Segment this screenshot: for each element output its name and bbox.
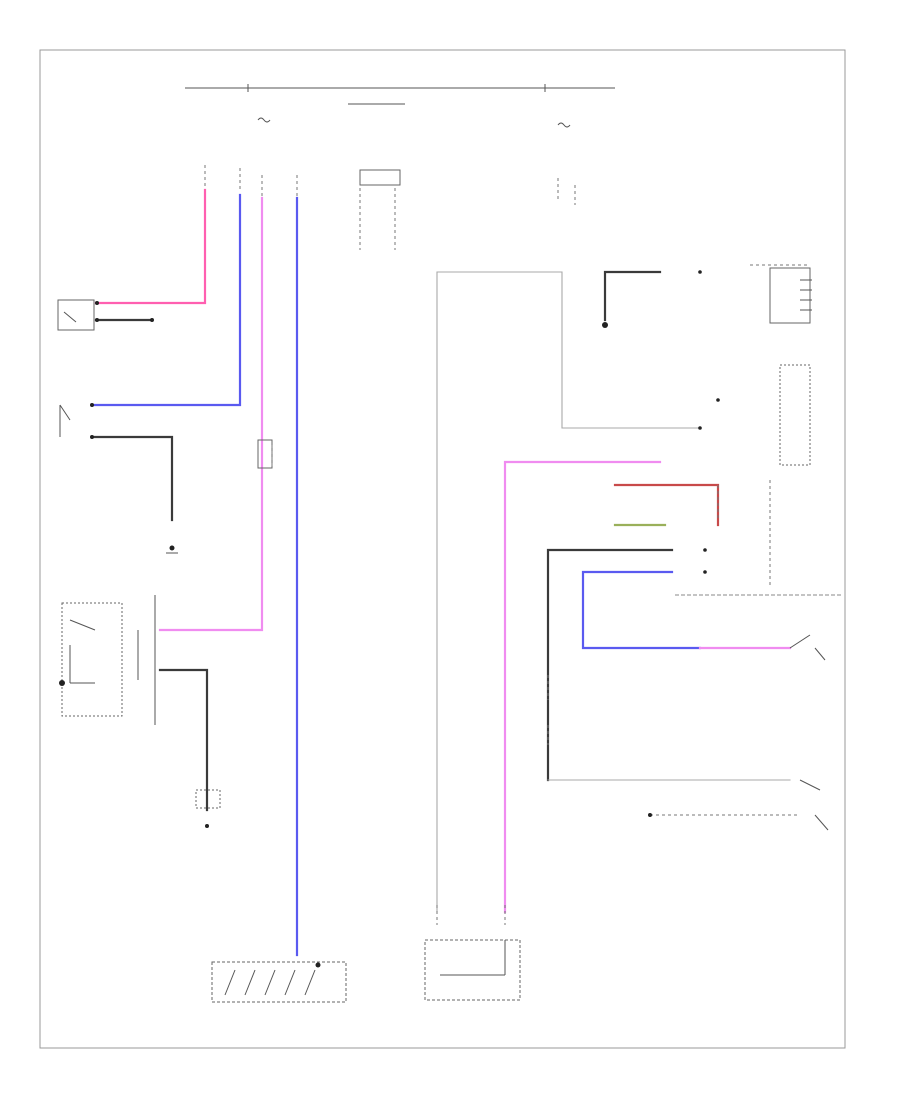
lower-left-connector	[195, 789, 221, 828]
ignition-switch	[59, 595, 156, 725]
ground-top-right	[602, 322, 608, 328]
wire-blue-reminder	[90, 193, 242, 407]
combination-meter-switch	[789, 634, 826, 661]
key-switch	[57, 299, 154, 331]
center-connector	[348, 103, 405, 250]
fuse-right-dashes	[717, 264, 810, 520]
wire-black-reminder	[90, 435, 174, 522]
wire-pink-ecu	[503, 460, 662, 914]
wire-pink-ign	[158, 196, 264, 632]
buckle-switch	[648, 779, 829, 831]
key-reminder-switch	[59, 403, 94, 439]
fuse-left	[257, 117, 271, 123]
wire-black-mid	[546, 548, 674, 782]
ecu-module	[769, 267, 812, 466]
wire-gray-loop	[436, 271, 701, 913]
ecu-pins	[698, 270, 720, 574]
wire-black-top	[603, 270, 662, 322]
seat-belt-module	[675, 480, 842, 596]
wire-red	[613, 483, 720, 527]
connector-pins-top	[204, 165, 576, 205]
right-connectors	[436, 675, 549, 925]
fuse-right	[557, 122, 571, 128]
wire-blue-meter	[581, 570, 702, 650]
page-frame	[39, 49, 846, 1049]
wire-black-ign	[158, 668, 209, 812]
junction-block-small	[257, 439, 273, 469]
wire-pink-key	[94, 188, 207, 305]
ground-block-bottom	[211, 961, 347, 1003]
bottom-right-module	[424, 939, 521, 1001]
door-courtesy-ground	[166, 545, 178, 554]
